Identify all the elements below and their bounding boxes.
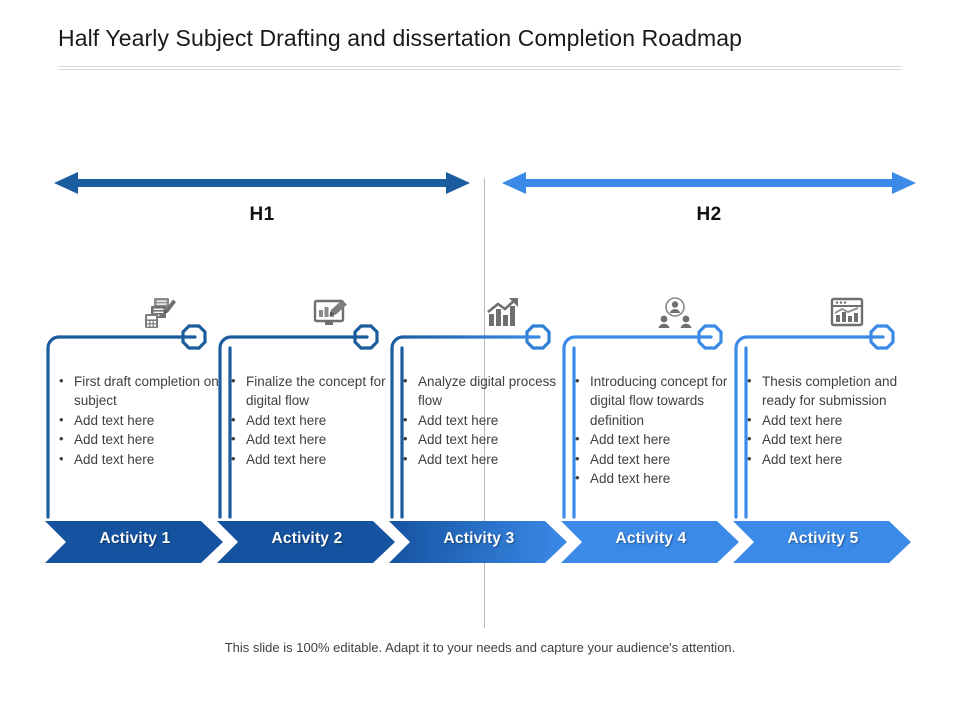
list-item: Add text here [229, 410, 397, 430]
presentation-screen-pen-icon [313, 296, 349, 330]
list-item: Add text here [573, 449, 741, 469]
list-item: Analyze digital process flow [401, 371, 569, 411]
card-bullet-list: Thesis completion and ready for submissi… [745, 371, 913, 469]
card-bullet-list: Introducing concept for digital flow tow… [573, 371, 741, 488]
list-item: Introducing concept for digital flow tow… [573, 371, 741, 430]
list-item: Add text here [57, 410, 225, 430]
chevron-label-4: Activity 4 [615, 530, 687, 547]
list-item: First draft completion on subject [57, 371, 225, 411]
chevron-label-1: Activity 1 [99, 530, 171, 547]
list-item: Thesis completion and ready for submissi… [745, 371, 913, 411]
double-headed-arrow-icon [502, 172, 916, 194]
card-node-marker-icon [353, 324, 379, 350]
list-item: Add text here [229, 449, 397, 469]
list-item: Add text here [57, 429, 225, 449]
chevron-label-3: Activity 3 [443, 530, 515, 547]
list-item: Add text here [745, 449, 913, 469]
activity-cards-row: First draft completion on subject Add te… [0, 296, 960, 566]
list-item: Add text here [401, 449, 569, 469]
chevron-strip [45, 521, 911, 563]
list-item: Add text here [229, 429, 397, 449]
page-title: Half Yearly Subject Drafting and dissert… [58, 25, 743, 51]
chevron-3[interactable] [389, 521, 567, 563]
list-item: Add text here [401, 429, 569, 449]
list-item: Add text here [401, 410, 569, 430]
card-frame-outline [733, 334, 921, 520]
half-section-h2: H2 [500, 170, 918, 230]
half-section-h1: H1 [52, 170, 472, 230]
title-divider-rule [58, 66, 902, 71]
card-node-marker-icon [181, 324, 207, 350]
rule-line-top [58, 66, 902, 67]
half-label-h1: H1 [249, 204, 275, 225]
chevron-label-5: Activity 5 [787, 530, 859, 547]
card-bullet-list: Analyze digital process flow Add text he… [401, 371, 569, 469]
documents-calculator-pen-icon [141, 296, 177, 330]
card-bullet-list: First draft completion on subject Add te… [57, 371, 225, 469]
chevron-4[interactable] [561, 521, 739, 563]
chevron-2[interactable] [217, 521, 395, 563]
activity-chevron-banner: Activity 1 Activity 2 Activity 3 Activit… [45, 521, 915, 563]
growth-bar-chart-arrow-icon [485, 296, 521, 330]
analytics-dashboard-window-icon [829, 296, 865, 330]
list-item: Add text here [745, 429, 913, 449]
list-item: Finalize the concept for digital flow [229, 371, 397, 411]
card-node-marker-icon [525, 324, 551, 350]
footer-note: This slide is 100% editable. Adapt it to… [224, 640, 736, 655]
list-item: Add text here [573, 429, 741, 449]
list-item: Add text here [745, 410, 913, 430]
list-item: Add text here [57, 449, 225, 469]
card-node-marker-icon [697, 324, 723, 350]
team-people-group-icon [657, 296, 693, 330]
rule-line-bottom [58, 69, 902, 70]
activity-card-4[interactable]: Introducing concept for digital flow tow… [561, 296, 761, 562]
double-headed-arrow-icon [54, 172, 470, 194]
chevron-5[interactable] [733, 521, 911, 563]
chevron-label-2: Activity 2 [271, 530, 343, 547]
card-node-marker-icon [869, 324, 895, 350]
card-bullet-list: Finalize the concept for digital flow Ad… [229, 371, 397, 469]
half-label-h2: H2 [696, 204, 722, 225]
activity-card-5[interactable]: Thesis completion and ready for submissi… [733, 296, 933, 562]
list-item: Add text here [573, 468, 741, 488]
chevron-1[interactable] [45, 521, 223, 563]
